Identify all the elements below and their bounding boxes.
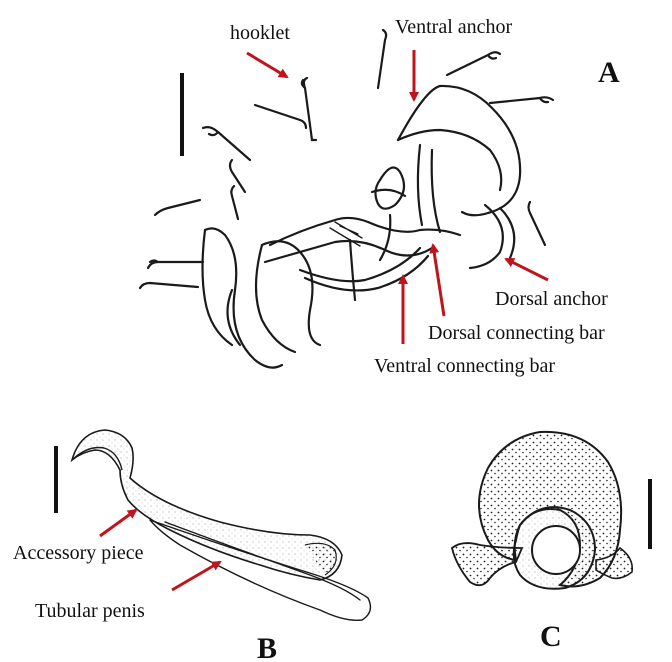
dorsal-connecting-bar-arrow <box>433 245 444 316</box>
hooklet-arrow <box>247 53 287 77</box>
panel-letter-a: A <box>598 56 620 89</box>
accessory-piece-arrow <box>100 510 136 536</box>
panel-letter-b: B <box>257 632 277 662</box>
hooklet-drawing <box>447 52 500 75</box>
hooklet-drawing <box>302 78 316 140</box>
vagina-drawing <box>452 432 632 589</box>
panel-c-vagina: C <box>452 432 650 653</box>
dorsal-anchor-label: Dorsal anchor <box>495 288 608 310</box>
left-anchors-drawing <box>203 228 321 367</box>
hooklet-drawing <box>155 200 200 215</box>
panel-letter-c: C <box>540 620 562 653</box>
hooklet-drawing <box>378 30 386 88</box>
accessory-piece-label: Accessory piece <box>13 542 144 564</box>
dorsal-anchor-arrow <box>506 259 548 280</box>
hooklet-drawing <box>140 283 198 288</box>
hooklet-drawing <box>203 127 250 160</box>
hooklet-drawing <box>231 186 238 219</box>
connecting-bars-drawing <box>265 168 460 301</box>
hooklet-label: hooklet <box>230 22 290 44</box>
dorsal-connecting-bar-label: Dorsal connecting bar <box>428 322 605 344</box>
hooklet-drawing <box>148 261 203 269</box>
tubular-penis-label: Tubular penis <box>35 600 145 622</box>
ventral-anchor-label: Ventral anchor <box>395 16 513 38</box>
hooklet-drawing <box>490 97 553 103</box>
panel-b-copulatory-complex: Accessory piece Tubular penis B <box>13 430 370 662</box>
tubular-penis-arrow <box>172 562 220 590</box>
hooklets <box>140 30 553 288</box>
hooklet-drawing <box>255 105 306 128</box>
panel-a-haptor: hooklet Ventral anchor Dorsal anchor Dor… <box>140 16 620 377</box>
ventral-connecting-bar-label: Ventral connecting bar <box>374 355 555 377</box>
hooklet-drawing <box>529 202 546 245</box>
